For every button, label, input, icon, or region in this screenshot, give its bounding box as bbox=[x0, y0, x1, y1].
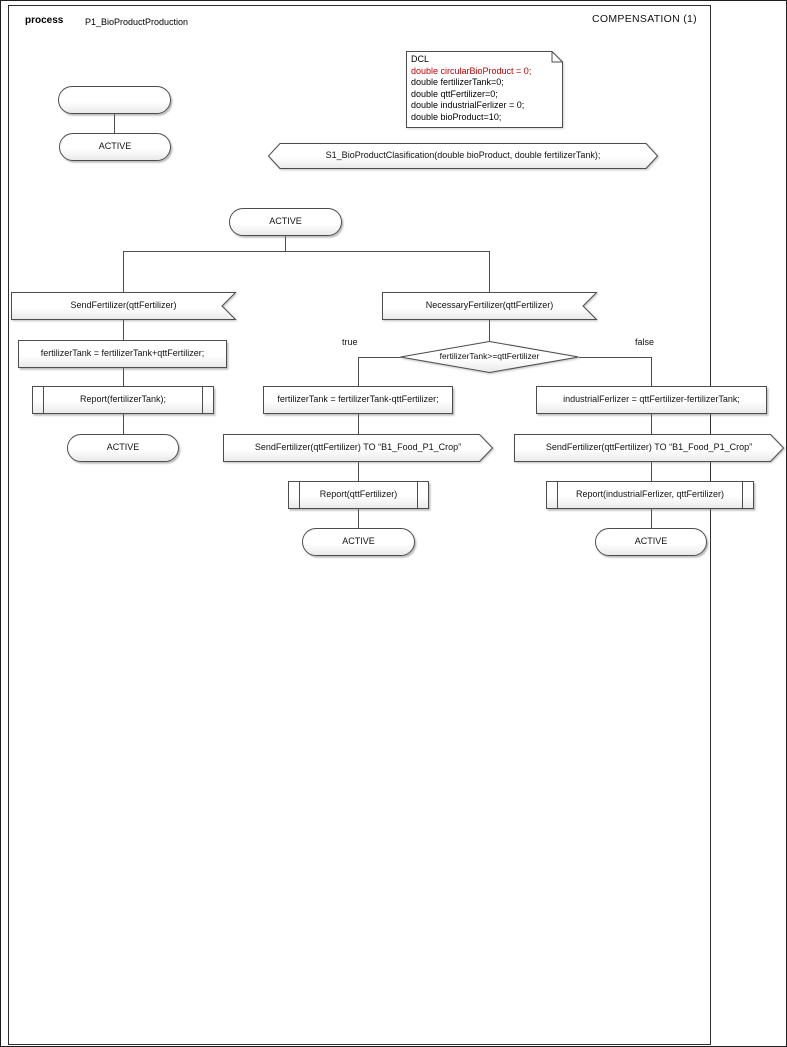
diagram-frame bbox=[8, 5, 711, 1045]
task-subtract-fertilizer: fertilizerTank = fertilizerTank-qttFerti… bbox=[263, 386, 453, 414]
hexagon-shape bbox=[267, 143, 659, 169]
output-label: SendFertilizer(qttFertilizer) TO “B1_Foo… bbox=[254, 442, 462, 453]
connector-line bbox=[123, 251, 490, 252]
procedure-label: Report(fertilizerTank); bbox=[79, 394, 167, 405]
state-active-1: ACTIVE bbox=[59, 133, 171, 161]
connector-line bbox=[579, 357, 651, 358]
connector-line bbox=[123, 414, 124, 434]
state-label: ACTIVE bbox=[634, 536, 668, 547]
input-label: SendFertilizer(qttFertilizer) bbox=[70, 300, 177, 311]
note-shape bbox=[406, 51, 563, 128]
output-send-fertilizer-false: SendFertilizer(qttFertilizer) TO “B1_Foo… bbox=[514, 434, 785, 462]
connector-line bbox=[651, 462, 652, 481]
signal-declaration-label: S1_BioProductClasification(double bioPro… bbox=[325, 150, 601, 161]
procedure-report-fertilizer-tank: Report(fertilizerTank); bbox=[32, 386, 214, 414]
procedure-label: Report(industrialFerlizer, qttFertilizer… bbox=[575, 489, 725, 500]
connector-line bbox=[285, 236, 286, 251]
process-name: P1_BioProductProduction bbox=[85, 16, 189, 27]
state-label: ACTIVE bbox=[98, 141, 132, 152]
signal-declaration: S1_BioProductClasification(double bioPro… bbox=[267, 143, 659, 169]
task-label: fertilizerTank = fertilizerTank-qttFerti… bbox=[277, 394, 439, 405]
procedure-report-qtt: Report(qttFertilizer) bbox=[288, 481, 429, 509]
output-arrow-shape bbox=[223, 434, 494, 462]
process-kind-label: process bbox=[25, 15, 64, 26]
connector-line bbox=[651, 509, 652, 528]
input-flag-shape bbox=[11, 292, 237, 320]
procedure-label: Report(qttFertilizer) bbox=[319, 489, 398, 500]
dcl-declaration-line: double qttFertilizer=0; bbox=[411, 88, 498, 99]
start-state bbox=[58, 86, 171, 114]
connector-line bbox=[123, 368, 124, 386]
decision-fertilizer-tank: fertilizerTank>=qttFertilizer bbox=[400, 340, 579, 374]
decision-diamond-shape bbox=[400, 340, 579, 374]
false-branch-label: false bbox=[635, 337, 655, 347]
output-send-fertilizer-true: SendFertilizer(qttFertilizer) TO “B1_Foo… bbox=[223, 434, 494, 462]
output-arrow-shape bbox=[514, 434, 785, 462]
dcl-declaration-line: double bioProduct=10; bbox=[411, 111, 502, 122]
state-active-true: ACTIVE bbox=[302, 528, 415, 556]
connector-line bbox=[114, 114, 115, 133]
state-active-2: ACTIVE bbox=[229, 208, 342, 236]
decision-label: fertilizerTank>=qttFertilizer bbox=[439, 351, 540, 362]
dcl-declaration-line: double industrialFerlizer = 0; bbox=[411, 100, 525, 110]
connector-line bbox=[123, 320, 124, 340]
dcl-note: DCL double circularBioProduct = 0; doubl… bbox=[406, 51, 563, 128]
connector-line bbox=[489, 251, 490, 292]
connector-line bbox=[651, 357, 652, 386]
page-title: COMPENSATION (1) bbox=[592, 13, 697, 25]
input-send-fertilizer: SendFertilizer(qttFertilizer) bbox=[11, 292, 237, 320]
task-label: industrialFerlizer = qttFertilizer-ferti… bbox=[563, 394, 740, 405]
input-necessary-fertilizer: NecessaryFertilizer(qttFertilizer) bbox=[382, 292, 598, 320]
connector-line bbox=[358, 357, 359, 386]
connector-line bbox=[489, 320, 490, 341]
state-label: ACTIVE bbox=[269, 216, 302, 227]
state-label: ACTIVE bbox=[342, 536, 375, 547]
connector-line bbox=[123, 251, 124, 292]
connector-line bbox=[358, 509, 359, 528]
task-add-fertilizer: fertilizerTank = fertilizerTank+qttFerti… bbox=[18, 340, 227, 368]
true-branch-label: true bbox=[342, 337, 358, 347]
output-label: SendFertilizer(qttFertilizer) TO “B1_Foo… bbox=[545, 442, 753, 453]
dcl-text-block: DCL double circularBioProduct = 0; doubl… bbox=[411, 54, 560, 123]
dcl-title: DCL bbox=[411, 54, 430, 64]
connector-line bbox=[358, 414, 359, 434]
state-active-false: ACTIVE bbox=[595, 528, 707, 556]
connector-line bbox=[358, 462, 359, 481]
task-label: fertilizerTank = fertilizerTank+qttFerti… bbox=[40, 348, 205, 359]
state-label: ACTIVE bbox=[106, 442, 140, 453]
dcl-declaration-line: double circularBioProduct = 0; bbox=[411, 65, 532, 76]
connector-line bbox=[358, 357, 401, 358]
procedure-report-industrial: Report(industrialFerlizer, qttFertilizer… bbox=[546, 481, 754, 509]
state-active-left: ACTIVE bbox=[67, 434, 179, 462]
task-industrial-fertilizer: industrialFerlizer = qttFertilizer-ferti… bbox=[536, 386, 767, 414]
input-flag-shape bbox=[382, 292, 598, 320]
connector-line bbox=[651, 414, 652, 434]
dcl-declaration-line: double fertilizerTank=0; bbox=[411, 77, 504, 87]
input-label: NecessaryFertilizer(qttFertilizer) bbox=[425, 300, 554, 311]
